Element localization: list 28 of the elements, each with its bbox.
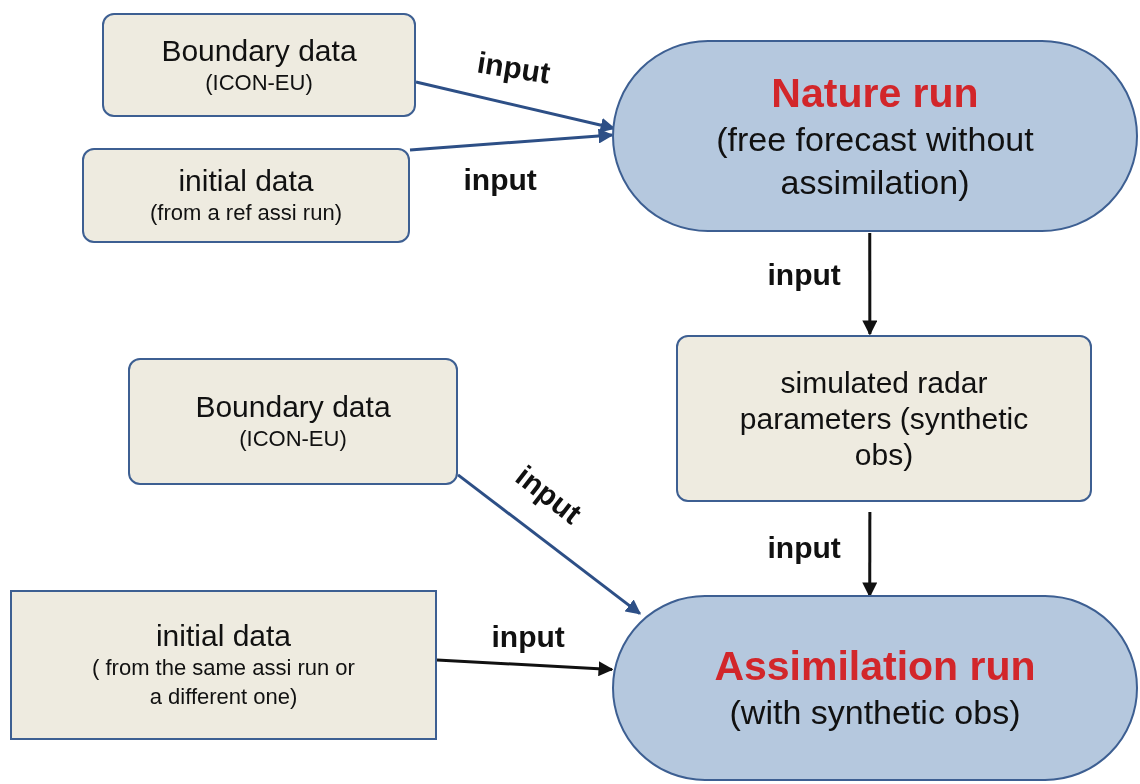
data-box [10,590,437,740]
node-subtitle: (from a ref assi run) [150,199,342,228]
node-subtitle: (with synthetic obs) [729,692,1021,734]
node-subtitle: (free forecast without assimilation) [715,119,1035,203]
arrow [409,128,614,152]
edge-label: input [491,620,565,654]
node-label: initial data [155,618,292,655]
data-box [676,335,1092,502]
node-subtitle: ( from the same assi run or a different one) [91,654,356,711]
arrow [436,658,614,677]
node-label: simulated radar parameters (synthetic obs) [738,364,1030,473]
edge-label: input [767,258,841,292]
data-box [102,13,416,117]
node-title: Assimilation run [714,642,1036,692]
edge-label: input [474,45,552,91]
node-label: Boundary data [161,32,357,69]
node-title: Nature run [771,68,979,118]
arrow [862,232,878,336]
data-box [128,358,458,485]
arrow [862,512,878,598]
node-label: Boundary data [195,389,391,426]
node-label: initial data [178,163,314,200]
node-subtitle: (ICON-EU) [205,68,313,97]
data-box [82,148,410,243]
edge-label: input [463,163,537,197]
arrow [457,473,642,615]
node-subtitle: (ICON-EU) [239,425,347,454]
edge-label: input [767,531,841,565]
